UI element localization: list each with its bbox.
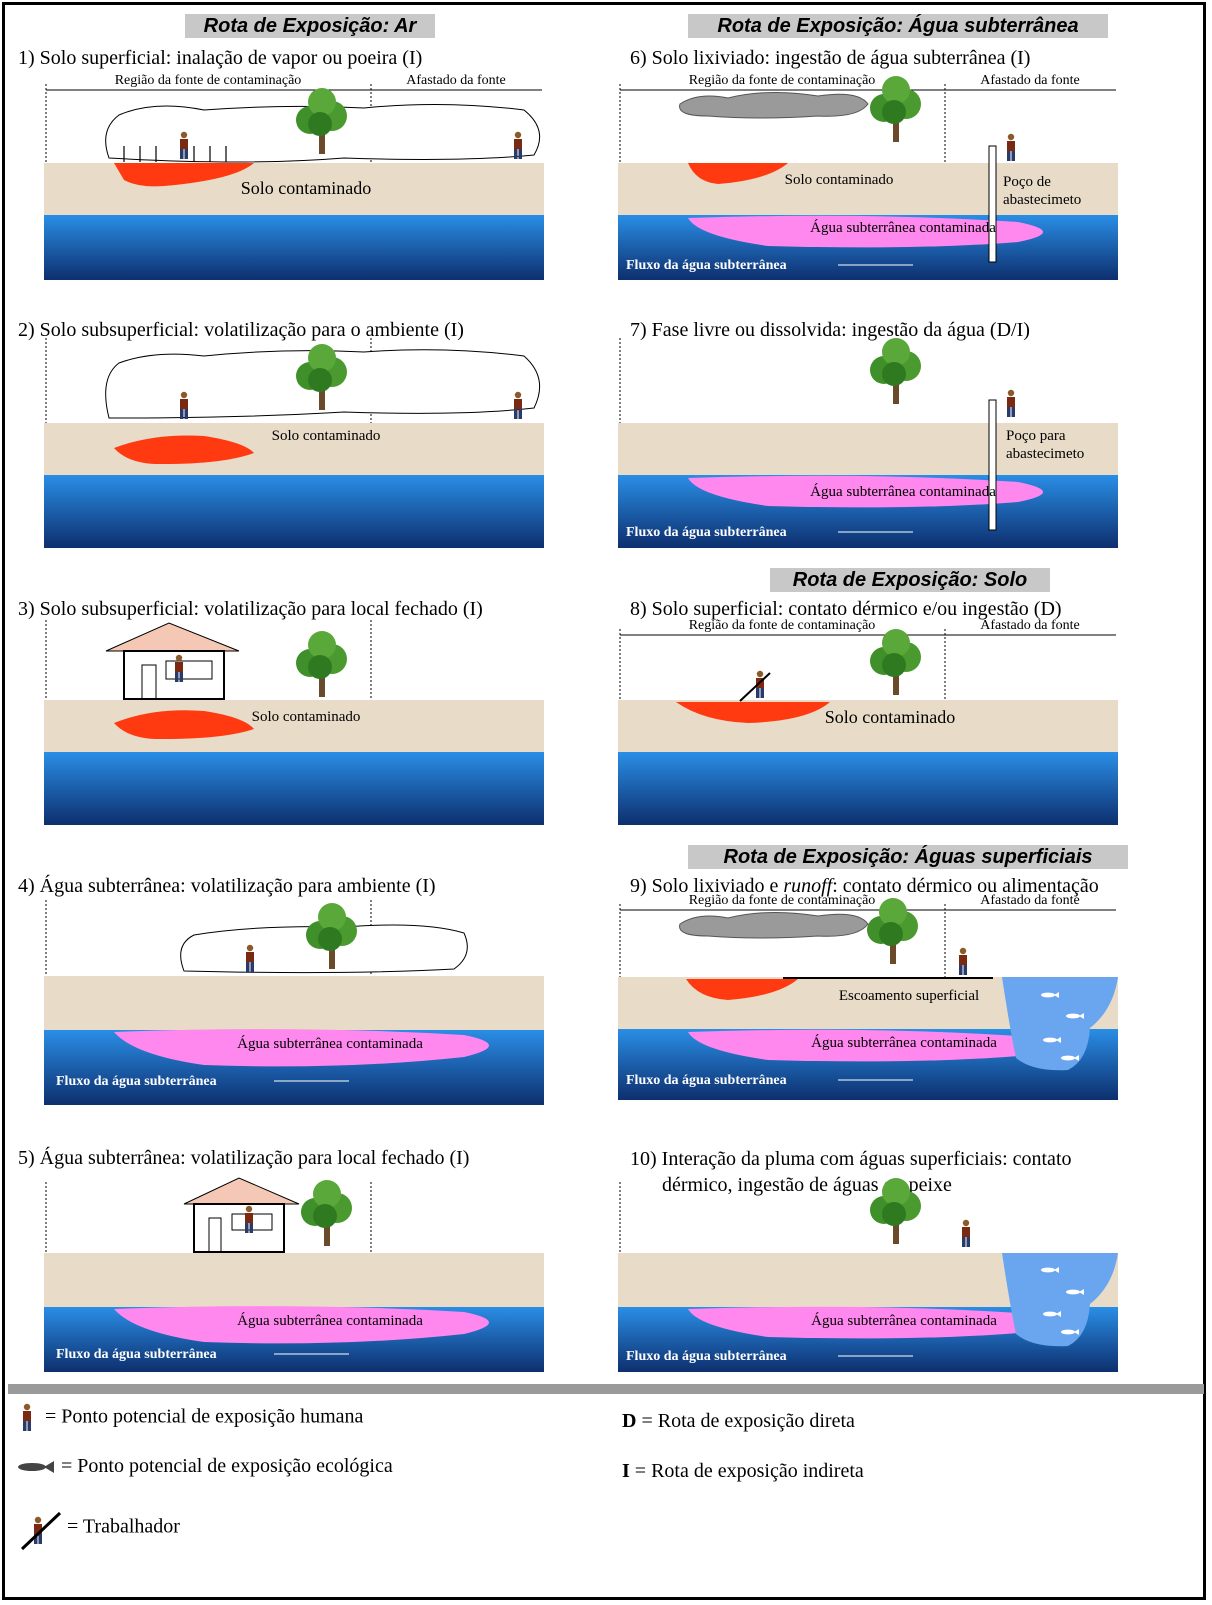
- plume-label: Água subterrânea contaminada: [810, 483, 996, 500]
- caption-panel-8: 8) Solo superficial: contato dérmico e/o…: [630, 598, 1062, 620]
- flow-label: Fluxo da água subterrânea: [56, 1074, 217, 1089]
- legend-divider: [8, 1384, 1204, 1394]
- panel-8-diagram: Região da fonte de contaminação Afastado…: [618, 615, 1118, 825]
- legend-human: = Ponto potencial de exposição humana: [14, 1400, 363, 1436]
- flow-label: Fluxo da água subterrânea: [626, 1073, 787, 1088]
- region-source-label: Região da fonte de contaminação: [689, 893, 876, 908]
- header-agua-subterranea: Rota de Exposição: Água subterrânea: [688, 14, 1108, 38]
- panel-3-diagram: Solo contaminado: [44, 615, 544, 825]
- header-aguas-superficiais: Rota de Exposição: Águas superficiais: [688, 845, 1128, 869]
- caption-panel-10: 10) Interação da pluma com águas superfi…: [630, 1148, 1072, 1196]
- panel-10-diagram: Água subterrânea contaminada Fluxo da ág…: [618, 1162, 1118, 1372]
- legend-direct: D = Rota de exposição direta: [622, 1410, 855, 1432]
- human-icon: [23, 1403, 31, 1431]
- caption-panel-4: 4) Água subterrânea: volatilização para …: [18, 875, 436, 897]
- flow-label: Fluxo da água subterrânea: [626, 258, 787, 273]
- legend-indirect: I = Rota de exposição indireta: [622, 1460, 864, 1482]
- well-label-1: Poço para: [1006, 428, 1066, 444]
- soil-label: Solo contaminado: [272, 428, 381, 444]
- region-away-label: Afastado da fonte: [980, 893, 1080, 908]
- flow-label: Fluxo da água subterrânea: [626, 1349, 787, 1364]
- panel-7-diagram: Poço para abastecimeto Água subterrânea …: [618, 338, 1118, 548]
- region-source-label: Região da fonte de contaminação: [689, 618, 876, 633]
- caption-panel-2: 2) Solo subsuperficial: volatilização pa…: [18, 319, 464, 341]
- caption-panel-6: 6) Solo lixiviado: ingestão de água subt…: [630, 47, 1031, 69]
- region-source-label: Região da fonte de contaminação: [115, 73, 302, 88]
- soil-label: Solo contaminado: [241, 178, 371, 198]
- plume-label: Água subterrânea contaminada: [811, 1312, 997, 1329]
- worker-icon: [20, 1511, 62, 1551]
- region-away-label: Afastado da fonte: [406, 73, 506, 88]
- region-source-label: Região da fonte de contaminação: [689, 73, 876, 88]
- well-label-1: Poço de: [1003, 174, 1051, 190]
- well-label-2: abastecimeto: [1003, 192, 1081, 208]
- panel-4-diagram: Água subterrânea contaminada Fluxo da ág…: [44, 895, 544, 1105]
- header-ar: Rota de Exposição: Ar: [185, 14, 435, 38]
- plume-label: Água subterrânea contaminada: [237, 1035, 423, 1052]
- caption-panel-5: 5) Água subterrânea: volatilização para …: [18, 1147, 470, 1169]
- panel-6-diagram: Região da fonte de contaminação Afastado…: [618, 70, 1118, 280]
- header-solo: Rota de Exposição: Solo: [770, 568, 1050, 592]
- legend-eco: = Ponto potencial de exposição ecológica: [14, 1455, 393, 1478]
- panel-1-diagram: Região da fonte de contaminação Afastado…: [44, 70, 544, 280]
- flow-label: Fluxo da água subterrânea: [56, 1347, 217, 1362]
- well-label-2: abastecimeto: [1006, 446, 1084, 462]
- soil-label: Solo contaminado: [825, 707, 955, 727]
- caption-panel-9: 9) Solo lixiviado e runoff: contato dérm…: [630, 875, 1099, 897]
- plume-label: Água subterrânea contaminada: [237, 1312, 423, 1329]
- soil-label: Solo contaminado: [785, 172, 894, 188]
- caption-panel-7: 7) Fase livre ou dissolvida: ingestão da…: [630, 319, 1030, 341]
- runoff-label: Escoamento superficial: [839, 988, 979, 1004]
- soil-label: Solo contaminado: [252, 709, 361, 725]
- plume-label: Água subterrânea contaminada: [811, 1034, 997, 1051]
- flow-label: Fluxo da água subterrânea: [626, 525, 787, 540]
- caption-panel-1: 1) Solo superficial: inalação de vapor o…: [18, 47, 423, 69]
- panel-9-diagram: Região da fonte de contaminação Afastado…: [618, 890, 1118, 1100]
- region-away-label: Afastado da fonte: [980, 618, 1080, 633]
- fish-icon: [18, 1461, 54, 1474]
- panel-5-diagram: Água subterrânea contaminada Fluxo da ág…: [44, 1162, 544, 1372]
- plume-label: Água subterrânea contaminada: [810, 219, 996, 236]
- caption-panel-3: 3) Solo subsuperficial: volatilização pa…: [18, 598, 483, 620]
- panel-2-diagram: Solo contaminado: [44, 338, 544, 548]
- region-away-label: Afastado da fonte: [980, 73, 1080, 88]
- legend-worker: = Trabalhador: [14, 1505, 180, 1551]
